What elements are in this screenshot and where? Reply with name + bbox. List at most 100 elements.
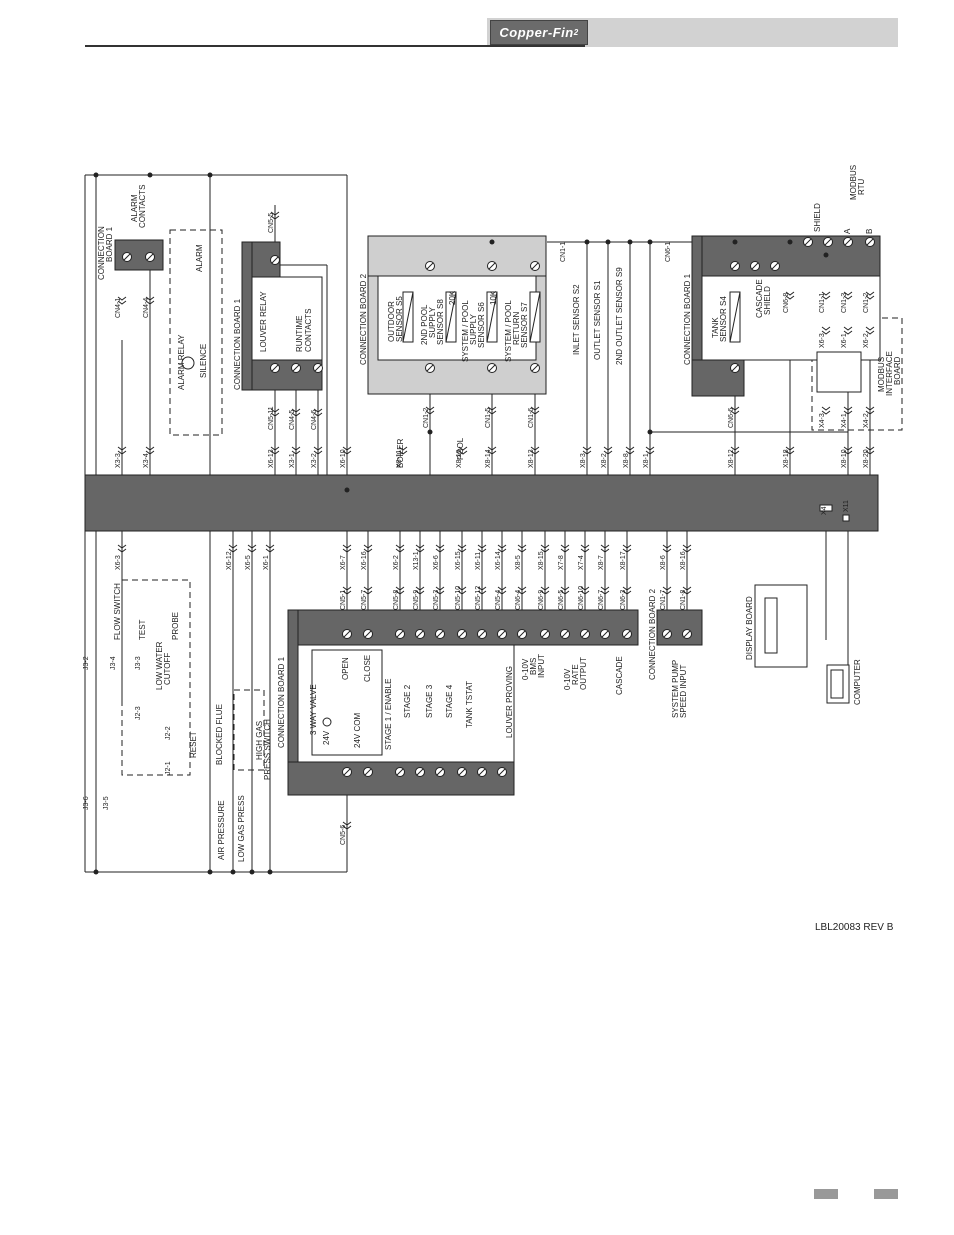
alarm-board-terminals — [114, 239, 164, 271]
label-cascade-b: SHIELD — [763, 286, 772, 315]
connector-label-upper: X3-4 — [143, 453, 150, 468]
connector-label-lower: X6-16 — [361, 551, 368, 570]
connector-label-cn-lower: CN6-7 — [598, 590, 605, 610]
connector-label-upper: X8-13 — [528, 449, 535, 468]
label-sys-ret-c: SENSOR S7 — [520, 302, 529, 348]
connector-label-misc: CN6-1 — [665, 242, 672, 262]
wire-connector — [247, 544, 257, 553]
wire-connector — [785, 446, 795, 455]
connector-label-upper: X6-10 — [340, 449, 347, 468]
label-runtime-a: RUNTIME — [295, 316, 304, 352]
connector-label-upper: X8-3 — [580, 453, 587, 468]
label-three-way: 3 WAY VALVE — [309, 684, 318, 735]
wire-connector — [395, 586, 405, 595]
label-outlet-sensor: OUTLET SENSOR S1 — [593, 280, 602, 360]
connector-label-cn: CN5-5 — [268, 213, 275, 233]
label-sys-pump-a: SYSTEM PUMP — [671, 660, 680, 718]
wire-connector — [682, 544, 692, 553]
wire-connector — [415, 586, 425, 595]
header-rule — [85, 45, 585, 47]
connector-label-lower: X6-6 — [433, 555, 440, 570]
wire-connector — [457, 544, 467, 553]
wire-connector — [395, 544, 405, 553]
wire-connector — [228, 544, 238, 553]
connector-label-cn: X6-1 — [841, 333, 848, 348]
label-modbus-if-c: BOARD — [893, 356, 902, 385]
connector-label-cn: CN4-6 — [311, 410, 318, 430]
label-bms-c: INPUT — [537, 654, 546, 678]
wire-connector — [540, 544, 550, 553]
label-modbus-if-a: MODBUS — [877, 357, 886, 392]
label-bms-b: BMS — [529, 658, 538, 675]
wire-connector — [342, 446, 352, 455]
label-pool-b: SUPPLY — [428, 306, 437, 338]
label-alarm-contacts-b: CONTACTS — [138, 185, 147, 228]
label-display-board: DISPLAY BOARD — [745, 596, 754, 660]
label-bms-a: 0-10V — [521, 658, 530, 680]
wire-connector — [342, 544, 352, 553]
wire-connector — [843, 446, 853, 455]
connector-label-upper: X8-8 — [623, 453, 630, 468]
label-modbus-if-b: INTERFACE — [885, 351, 894, 396]
connector-label-cn: CN1-2 — [863, 293, 870, 313]
label-connection-board-1c: CONNECTION BOARD 1 — [277, 656, 286, 748]
wire-connector — [843, 291, 853, 300]
wire-connector — [821, 406, 831, 415]
wire-connector — [487, 446, 497, 455]
wire-connector — [662, 586, 672, 595]
connector-label-misc: CN1-1 — [560, 242, 567, 262]
wire-connector — [517, 586, 527, 595]
wire-connector — [342, 586, 352, 595]
wire-connector — [487, 406, 497, 415]
connector-label-cn: CN1-3 — [841, 293, 848, 313]
wire-connector — [145, 296, 155, 305]
label-alarm-relay: ALARM RELAY — [177, 334, 186, 390]
connector-label-lower: X7-4 — [578, 555, 585, 570]
label-connection-board-1b: CONNECTION BOARD 1 — [683, 273, 692, 365]
wire-connector — [117, 296, 127, 305]
connector-label-cn-lower: CN6-4 — [515, 590, 522, 610]
wire-connector — [425, 406, 435, 415]
connector-label-lower: X6-15 — [455, 551, 462, 570]
wire-connector — [600, 544, 610, 553]
label-sys-pool-c: SENSOR S6 — [477, 302, 486, 348]
connector-label-upper: X6-13 — [268, 449, 275, 468]
wire-connector — [270, 408, 280, 417]
wire-connector — [603, 446, 613, 455]
wire-connector — [313, 408, 323, 417]
connector-label-cn: CN1-6 — [528, 408, 535, 428]
connector-label-j: J3-4 — [110, 656, 117, 670]
connector-label-lower: X6-2 — [393, 555, 400, 570]
connector-label-misc: X11 — [843, 500, 850, 512]
wire-connector — [622, 544, 632, 553]
display-board — [754, 584, 808, 668]
label-close: CLOSE — [363, 655, 372, 682]
brand-logo: Copper-Fin2 — [490, 20, 588, 45]
label-alarm-contacts-a: ALARM — [130, 194, 139, 222]
label-sys-ret-a: SYSTEM / POOL — [504, 300, 513, 362]
footer-tab-left — [814, 1189, 838, 1199]
connector-label-j: J2-3 — [135, 706, 142, 720]
label-b: B — [865, 229, 874, 234]
label-probe: PROBE — [171, 612, 180, 640]
connector-label-cn-lower: CN5-3 — [433, 590, 440, 610]
connector-label-cn: X4-2 — [863, 413, 870, 428]
wire-connector — [458, 446, 468, 455]
label-silence: SILENCE — [199, 344, 208, 378]
label-pool-a: 2ND POOL — [420, 304, 429, 345]
connector-label-lower: X8-6 — [660, 555, 667, 570]
wire-connector — [843, 406, 853, 415]
connector-label-cn-lower: CN6-9 — [538, 590, 545, 610]
wire-connector — [865, 446, 875, 455]
wire-connector — [730, 406, 740, 415]
connector-label-cn: X6-3 — [819, 333, 826, 348]
wire-connector — [785, 291, 795, 300]
connector-label-upper: X8-19 — [456, 449, 463, 468]
connector-label-cn: X4-3 — [819, 413, 826, 428]
connector-label-lower: X6-5 — [245, 555, 252, 570]
wire-connector — [398, 446, 408, 455]
wire-connector — [497, 544, 507, 553]
wire-connector — [477, 544, 487, 553]
connector-label-cn-lower: CN5-12 — [475, 586, 482, 610]
